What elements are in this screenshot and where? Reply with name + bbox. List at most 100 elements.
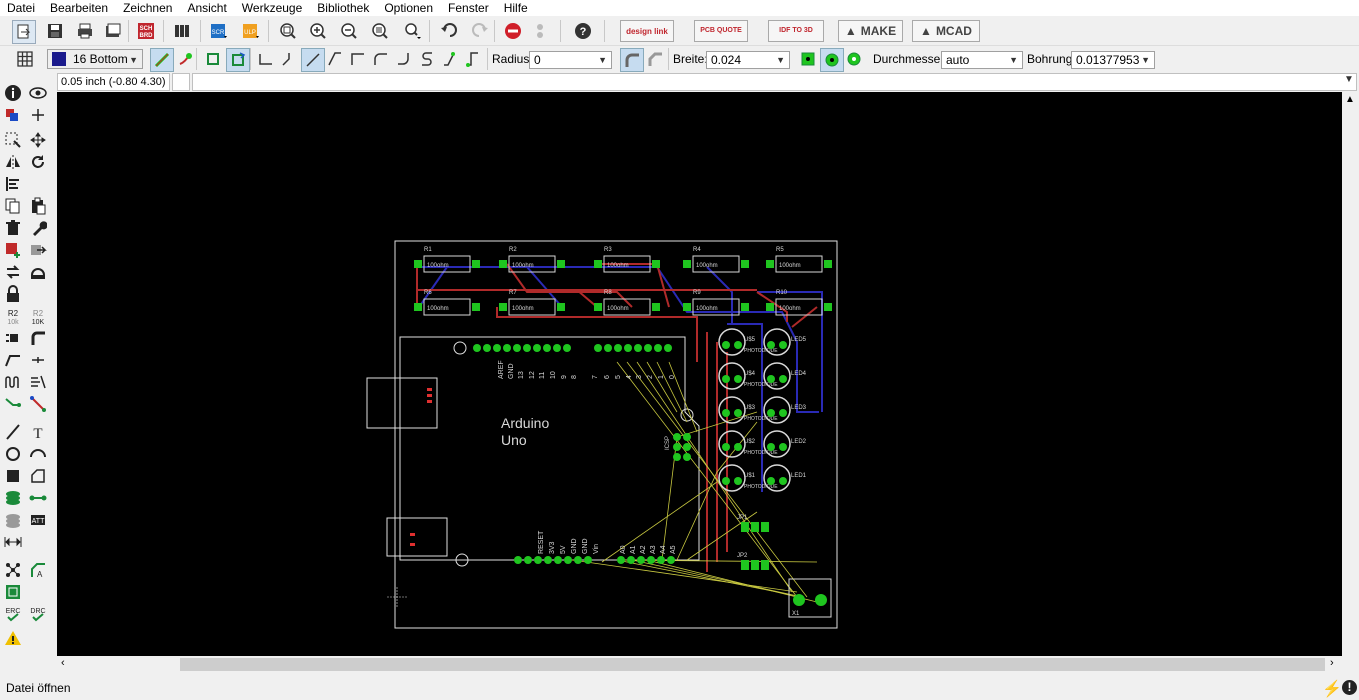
help-icon[interactable]: ? (572, 20, 594, 42)
layout-board-icon[interactable] (3, 582, 23, 602)
designlink-button[interactable]: design link (620, 20, 674, 42)
print-icon[interactable] (74, 20, 96, 42)
text-icon[interactable]: T (28, 422, 48, 442)
stop-icon[interactable] (502, 20, 524, 42)
eye-icon[interactable] (28, 83, 48, 103)
menu-datei[interactable]: Datei (7, 1, 36, 15)
miter-icon[interactable] (28, 328, 48, 348)
drc-icon[interactable]: DRC (28, 604, 48, 624)
follow-me2-icon[interactable] (462, 48, 484, 70)
wire-bend-45b-icon[interactable] (324, 48, 346, 70)
autoroute-icon[interactable] (28, 394, 48, 414)
dimension-icon[interactable] (3, 532, 23, 552)
width-select[interactable]: 0.024▼ (706, 51, 790, 69)
arc-icon[interactable] (28, 444, 48, 464)
meander-icon[interactable] (3, 372, 23, 392)
select-icon[interactable] (3, 130, 23, 150)
via-square-icon[interactable] (797, 48, 819, 70)
library-icon[interactable] (171, 20, 193, 42)
circle-icon[interactable] (3, 444, 23, 464)
zoom-select-icon[interactable] (402, 20, 424, 42)
mirror-icon[interactable] (3, 152, 23, 172)
mark-icon[interactable] (28, 105, 48, 125)
horizontal-scrollbar[interactable]: ‹ › (57, 656, 1342, 673)
wire-bend-45-icon[interactable] (278, 48, 300, 70)
auto-route-icon[interactable]: A (28, 560, 48, 580)
zoom-fit-icon[interactable] (277, 20, 299, 42)
via-icon[interactable] (3, 488, 23, 508)
scroll-right-icon[interactable]: › (1330, 657, 1334, 669)
menu-fenster[interactable]: Fenster (448, 1, 489, 15)
split-icon[interactable] (3, 350, 23, 370)
lightning-icon[interactable]: ⚡ (1322, 681, 1342, 698)
layer-select[interactable]: 16 Bottom ▼ (47, 49, 143, 69)
menu-bibliothek[interactable]: Bibliothek (317, 1, 370, 15)
miter-round-icon[interactable] (620, 48, 644, 72)
menu-hilfe[interactable]: Hilfe (503, 1, 528, 15)
scroll-left-icon[interactable]: ‹ (61, 657, 65, 669)
swap-icon[interactable] (3, 262, 23, 282)
erc-icon[interactable]: ERC (3, 604, 23, 624)
cam-processor-icon[interactable] (102, 20, 124, 42)
attribute-icon[interactable]: ATT (28, 510, 48, 530)
zoom-in-icon[interactable] (307, 20, 329, 42)
via-octagon-icon[interactable] (843, 48, 865, 70)
loop-keep-icon[interactable] (226, 48, 250, 72)
lock-icon[interactable] (3, 284, 23, 304)
align-icon[interactable] (3, 174, 23, 194)
follow-me-icon[interactable] (439, 48, 461, 70)
ripup-icon[interactable] (28, 372, 48, 392)
scroll-up-icon[interactable]: ▲ (1345, 94, 1355, 105)
menu-optionen[interactable]: Optionen (384, 1, 434, 15)
radius-select[interactable]: 0▼ (529, 51, 612, 69)
chevron-down-icon[interactable]: ▼ (1344, 74, 1354, 85)
make-button[interactable]: ▲MAKE (838, 20, 903, 42)
hole-icon[interactable] (3, 510, 23, 530)
diameter-select[interactable]: auto▼ (941, 51, 1023, 69)
save-icon[interactable] (44, 20, 66, 42)
move-icon[interactable] (28, 130, 48, 150)
paste-icon[interactable] (28, 196, 48, 216)
route-manual-icon[interactable] (3, 394, 23, 414)
ratsnest-icon[interactable] (3, 560, 23, 580)
wire-icon[interactable] (3, 422, 23, 442)
idf-to-3d-button[interactable]: IDF TO 3D (768, 20, 824, 42)
undo-icon[interactable] (438, 20, 460, 42)
grid-icon[interactable] (14, 48, 36, 70)
layer-settings-icon[interactable] (3, 105, 23, 125)
ulp-icon[interactable]: ULP (240, 20, 262, 42)
command-history-button[interactable] (172, 73, 190, 91)
vertical-scrollbar[interactable]: ▲ (1342, 92, 1359, 656)
menu-ansicht[interactable]: Ansicht (187, 1, 227, 15)
rectangle-icon[interactable] (3, 466, 23, 486)
script-icon[interactable]: SCR (208, 20, 230, 42)
route-icon[interactable] (174, 48, 196, 70)
wire-bend-arc-icon[interactable] (370, 48, 392, 70)
polygon-icon[interactable] (28, 466, 48, 486)
wire-bend-90-icon[interactable] (255, 48, 277, 70)
redo-icon[interactable] (469, 20, 491, 42)
menu-bearbeiten[interactable]: Bearbeiten (50, 1, 109, 15)
drill-select[interactable]: 0.01377953▼ (1071, 51, 1155, 69)
mcad-button[interactable]: ▲MCAD (912, 20, 980, 42)
loop-remove-icon[interactable] (202, 48, 224, 70)
zoom-out-icon[interactable] (338, 20, 360, 42)
warning-icon[interactable] (3, 628, 23, 648)
via-round-icon[interactable] (820, 48, 844, 72)
wire-bend-s-icon[interactable] (416, 48, 438, 70)
pcb-quote-button[interactable]: PCB QUOTE (694, 20, 748, 42)
wrench-icon[interactable] (28, 218, 48, 238)
menu-zeichnen[interactable]: Zeichnen (123, 1, 173, 15)
copy-icon[interactable] (3, 196, 23, 216)
rotate-icon[interactable] (28, 152, 48, 172)
zoom-redraw-icon[interactable] (369, 20, 391, 42)
board-drawing[interactable]: ArduinoUno100ohmR1100ohmR2100ohmR3100ohm… (57, 92, 1342, 656)
wire-bend-arc2-icon[interactable] (393, 48, 415, 70)
optimize-icon[interactable] (28, 350, 48, 370)
smash-icon[interactable] (3, 328, 23, 348)
wire-bend-90b-icon[interactable] (347, 48, 369, 70)
horizontal-scroll-thumb[interactable] (180, 658, 1325, 671)
